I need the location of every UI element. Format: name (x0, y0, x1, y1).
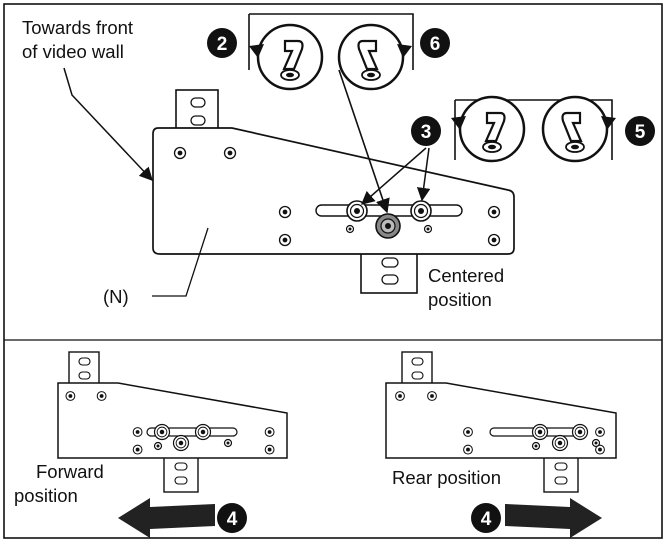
centered-bracket (152, 89, 515, 294)
forward-bracket (57, 351, 288, 493)
svg-text:3: 3 (421, 122, 432, 143)
label-part-n: (N) (103, 286, 129, 307)
rotation-group-2-6 (248, 13, 414, 214)
rear-arrow (505, 498, 602, 538)
svg-text:6: 6 (430, 34, 441, 55)
front-pointer-arrow (63, 67, 153, 181)
label-centered-line1: Centered (428, 265, 504, 286)
svg-text:4: 4 (227, 509, 238, 530)
rear-bracket (385, 351, 617, 493)
label-forward-line2: position (14, 485, 78, 506)
label-front-line1: Towards front (22, 17, 133, 38)
bracket-plate (152, 127, 515, 255)
rotation-group-3-5 (360, 95, 616, 205)
svg-text:5: 5 (635, 122, 646, 143)
step-badge-4-right: 4 (471, 503, 501, 533)
label-front-line2: of video wall (22, 41, 124, 62)
step-badge-5: 5 (625, 116, 655, 146)
label-rear-position: Rear position (392, 467, 501, 488)
part-n-leader (152, 227, 209, 297)
svg-text:4: 4 (481, 509, 492, 530)
label-centered-line2: position (428, 289, 492, 310)
step-badge-2: 2 (207, 28, 237, 58)
svg-text:2: 2 (217, 34, 228, 55)
step-badge-3: 3 (411, 116, 441, 146)
forward-arrow (118, 498, 215, 538)
step-badge-6: 6 (420, 28, 450, 58)
outer-frame (3, 3, 663, 539)
step-badge-4-left: 4 (217, 503, 247, 533)
label-forward-line1: Forward (36, 461, 104, 482)
